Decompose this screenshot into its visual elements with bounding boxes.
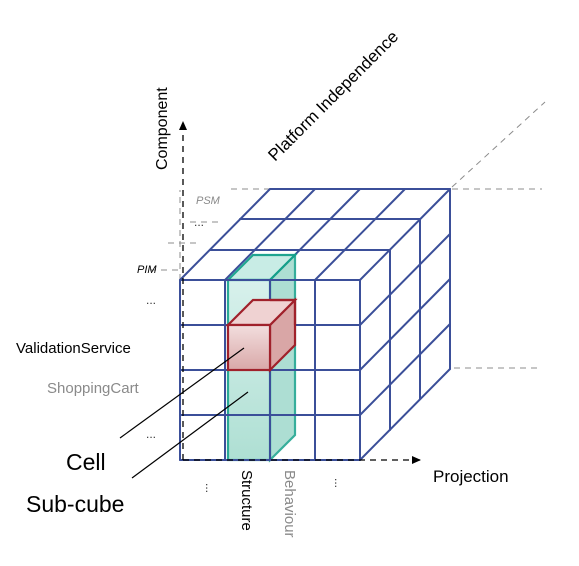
cell-leader-line <box>119 347 245 439</box>
behaviour-label: Behaviour <box>281 470 298 538</box>
ellipsis-pim-above: ... <box>146 293 156 307</box>
component-axis-label: Component <box>154 87 171 170</box>
ellipsis-projection-right: ... <box>332 478 346 488</box>
shopping-cart-label: ShoppingCart <box>47 380 140 397</box>
subcube-callout-label: Sub-cube <box>26 491 124 517</box>
platform-axis-label: Platform Independence <box>264 27 402 165</box>
ellipsis-projection-left: ... <box>203 483 217 493</box>
highlighted-cell <box>225 297 298 373</box>
projection-axis-label: Projection <box>433 467 509 486</box>
ellipsis-component-below: ... <box>146 427 156 441</box>
validation-service-label: ValidationService <box>16 340 131 357</box>
psm-label: PSM <box>196 195 221 207</box>
pim-label: PIM <box>137 264 157 276</box>
ellipsis-psm-top: ... <box>194 215 204 229</box>
extension-lines <box>150 101 546 369</box>
cell-callout-label: Cell <box>66 449 106 475</box>
cube-grid-back <box>179 188 451 461</box>
structure-label: Structure <box>238 470 255 531</box>
subcube-leader-line <box>131 391 249 479</box>
